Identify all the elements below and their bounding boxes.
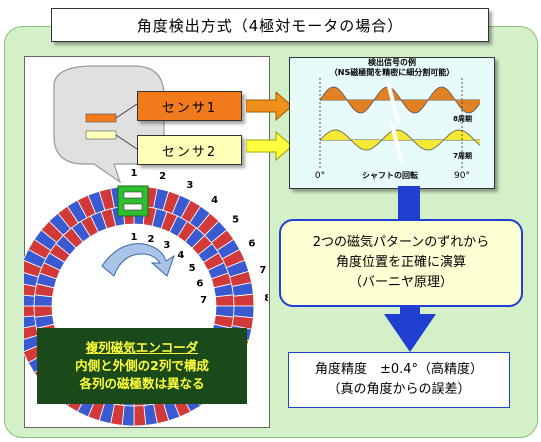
vernier-explanation: 2つの磁気パターンのずれから 角度位置を正確に演算 （バーニヤ原理） — [279, 219, 523, 307]
magnet-pole — [33, 305, 53, 318]
outer-pole-number: 1 — [131, 168, 138, 179]
flow-arrows — [384, 186, 436, 352]
outer-pole-number: 4 — [211, 195, 218, 206]
sensor1-chip — [85, 113, 117, 123]
inner-pole-number: 2 — [148, 234, 155, 245]
sensor2-label: センサ2 — [137, 135, 242, 165]
inner-pole-number: 4 — [177, 250, 184, 261]
outer-pole-number: 6 — [248, 238, 255, 249]
outer-pole-number: 7 — [259, 265, 266, 276]
yellow-arrow — [246, 130, 293, 162]
encoder-caption: 複列磁気エンコーダ 内側と外側の2列で構成 各列の磁極数は異なる — [37, 328, 247, 404]
series-line — [319, 129, 481, 151]
info1-line1: 2つの磁気パターンのずれから — [312, 235, 490, 250]
x-end-label: 90° — [454, 171, 470, 181]
magnet-pole — [24, 305, 35, 318]
connector-bar — [398, 186, 420, 220]
outer-pole-number: 3 — [186, 180, 193, 191]
caption-title: 複列磁気エンコーダ — [85, 340, 199, 355]
orange-arrow — [246, 92, 293, 122]
series-area — [320, 87, 480, 113]
accuracy-box: 角度精度 ±0.4°（高精度） （真の角度からの誤差） — [288, 352, 510, 408]
x-start-label: 0° — [315, 171, 325, 181]
outer-pole-number: 8 — [264, 293, 268, 304]
info2-line2: （真の角度からの誤差） — [327, 382, 471, 397]
x-axis-label: シャフトの回転 — [362, 170, 418, 180]
rotation-arrow — [101, 243, 175, 277]
series-line — [319, 86, 481, 114]
series-area — [320, 130, 480, 150]
magnet-pole — [233, 293, 255, 307]
down-arrow — [384, 304, 436, 352]
signal-arrows — [246, 92, 293, 162]
sensor1-label: センサ1 — [137, 91, 242, 121]
signal-chart: 検出信号の例 （NS磁極間を精密に細分割可能） 8周期 7周期 0° シャフトの回転 9… — [289, 57, 495, 189]
axis-break — [386, 81, 404, 165]
chart-plot: 8周期 7周期 0° シャフトの回転 90° — [315, 78, 481, 181]
caption-line1: 内側と外側の2列で構成 — [75, 358, 209, 373]
page-title: 角度検出方式（4極対モータの場合） — [51, 8, 489, 42]
inner-pole-number: 7 — [200, 295, 207, 306]
inner-pole-number: 5 — [189, 263, 196, 274]
info2-line1: 角度精度 ±0.4°（高精度） — [314, 362, 484, 377]
chart-heading: 検出信号の例 — [368, 58, 416, 67]
series-label: 8周期 — [453, 114, 472, 123]
inner-pole-number: 6 — [196, 278, 203, 289]
caption-line2: 各列の磁極数は異なる — [79, 376, 205, 391]
magnetic-ring — [24, 185, 255, 426]
sensor-head — [117, 185, 149, 217]
magnet-pole — [133, 405, 147, 426]
inner-pole-number: 3 — [163, 240, 170, 251]
info1-line2: 角度位置を正確に演算 — [335, 255, 466, 270]
series-label: 7周期 — [453, 151, 472, 160]
chart-subheading: （NS磁極間を精密に細分割可能） — [329, 68, 455, 77]
magnet-pole — [215, 294, 235, 307]
outer-pole-number: 5 — [232, 215, 239, 226]
inner-pole-number: 1 — [131, 232, 138, 243]
info1-line3: （バーニヤ原理） — [348, 275, 453, 290]
sensor2-chip — [85, 130, 117, 140]
outer-pole-number: 2 — [159, 171, 166, 182]
